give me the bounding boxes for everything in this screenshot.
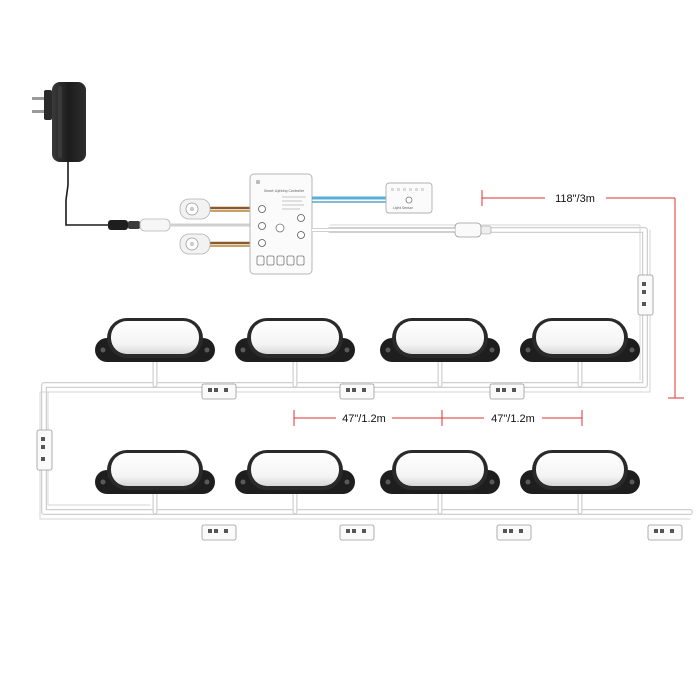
connector-icon [339, 524, 375, 541]
connector-group [36, 222, 683, 541]
receiver-label: Light Sensor [393, 206, 414, 210]
connector-icon [489, 383, 525, 400]
connector-icon [496, 524, 532, 541]
power-adapter-icon [32, 82, 140, 230]
connector-icon [36, 429, 53, 471]
dc-jack [139, 218, 250, 232]
pir-sensor-icon [179, 198, 250, 220]
connector-icon [454, 222, 492, 238]
connector-icon [201, 383, 237, 400]
controller-box: Smart Lighting Controller [249, 173, 313, 275]
light-group [95, 318, 640, 494]
puck-light-icon [380, 450, 500, 494]
puck-light-icon [520, 450, 640, 494]
dimension-group: 118"/3m 47"/1.2m 47"/1.2m [293, 190, 684, 426]
connector-icon [637, 274, 654, 316]
dimension-total-label: 118"/3m [555, 193, 595, 205]
cable-network [39, 224, 693, 520]
light-sensor-module: Light Sensor [385, 182, 433, 214]
puck-light-icon [95, 318, 215, 362]
dimension-segment-1-label: 47"/1.2m [342, 413, 386, 425]
puck-light-icon [520, 318, 640, 362]
puck-light-icon [235, 450, 355, 494]
dimension-segment-2 [442, 410, 583, 426]
pir-sensor-icon [179, 233, 250, 255]
puck-light-icon [380, 318, 500, 362]
dimension-total [481, 190, 684, 399]
puck-light-icon [95, 450, 215, 494]
dimension-segment-2-label: 47"/1.2m [491, 413, 535, 425]
connector-icon [201, 524, 237, 541]
connector-icon [647, 524, 683, 541]
connector-icon [339, 383, 375, 400]
controller-title: Smart Lighting Controller [264, 189, 305, 193]
puck-light-icon [235, 318, 355, 362]
